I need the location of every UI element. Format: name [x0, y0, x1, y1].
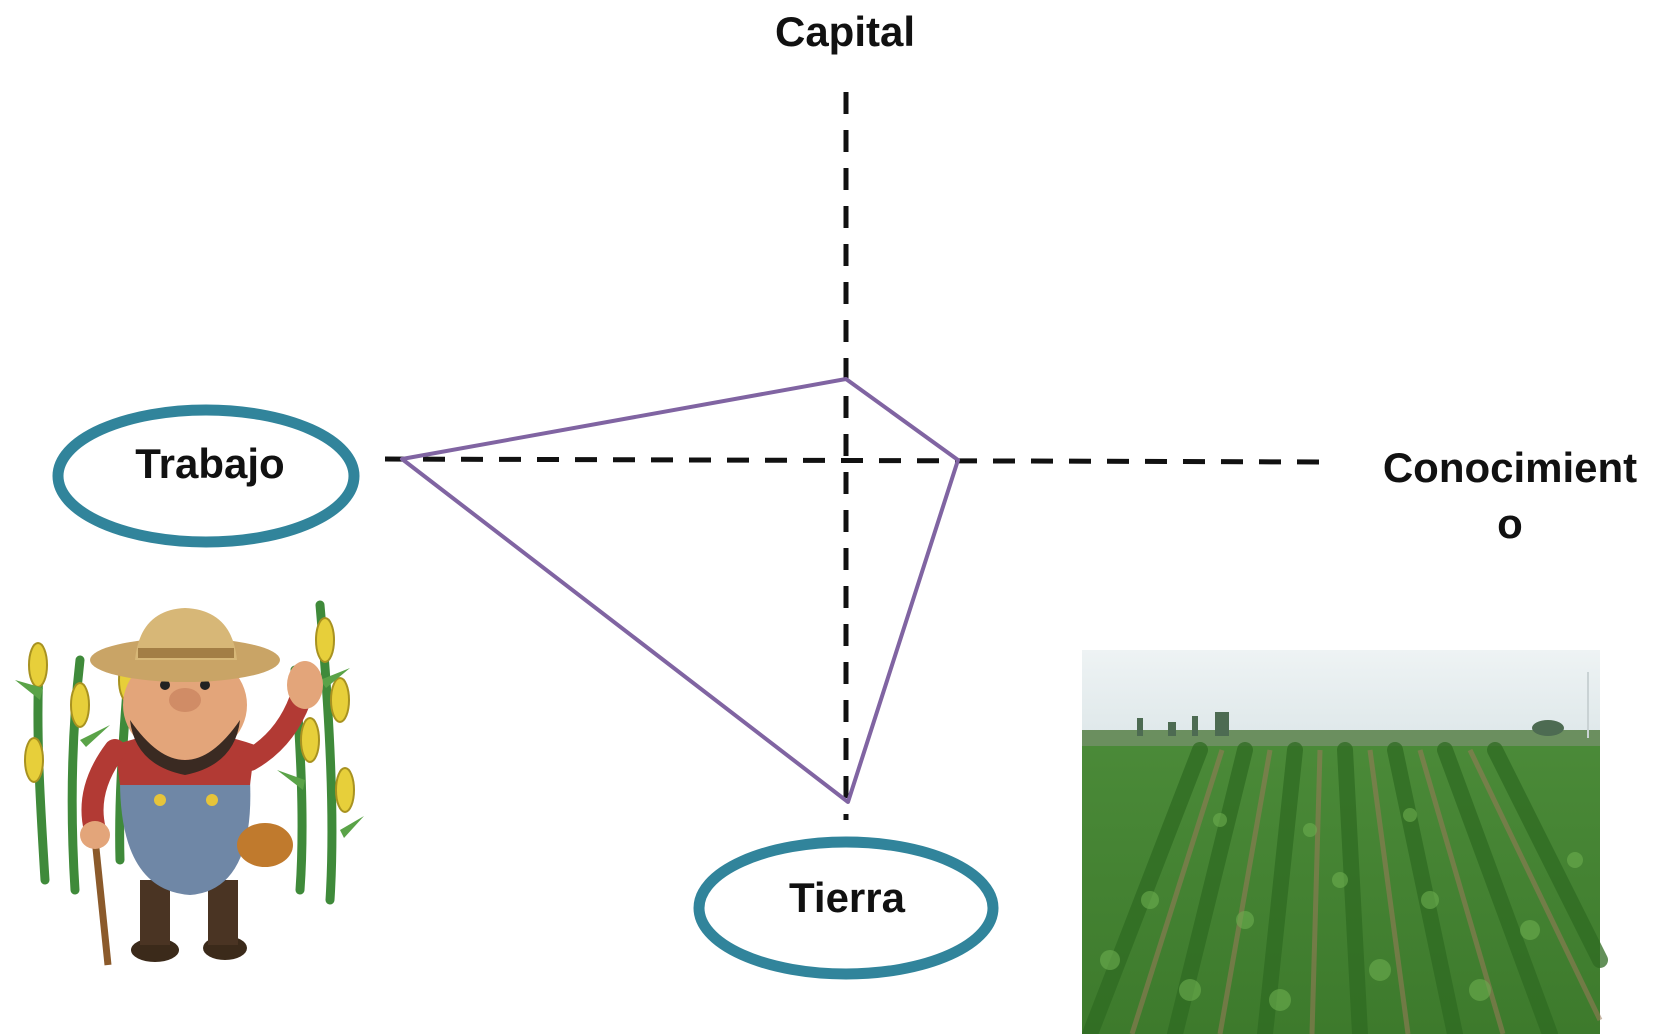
farmer-cartoon-image	[15, 600, 364, 966]
conocimiento-line-2: o	[1497, 500, 1523, 547]
trabajo-label: Trabajo	[135, 440, 285, 487]
conocimiento-axis-label: Conocimient o	[1360, 440, 1660, 552]
capital-axis-label: Capital	[774, 8, 916, 55]
horizontal-axis	[384, 456, 1326, 465]
tierra-label: Tierra	[789, 874, 905, 921]
trabajo-oval	[52, 404, 360, 548]
factor-polygon	[400, 377, 960, 804]
tierra-oval	[693, 836, 999, 980]
crop-field-image	[1082, 650, 1608, 1034]
conocimiento-line-1: Conocimient	[1382, 444, 1638, 491]
